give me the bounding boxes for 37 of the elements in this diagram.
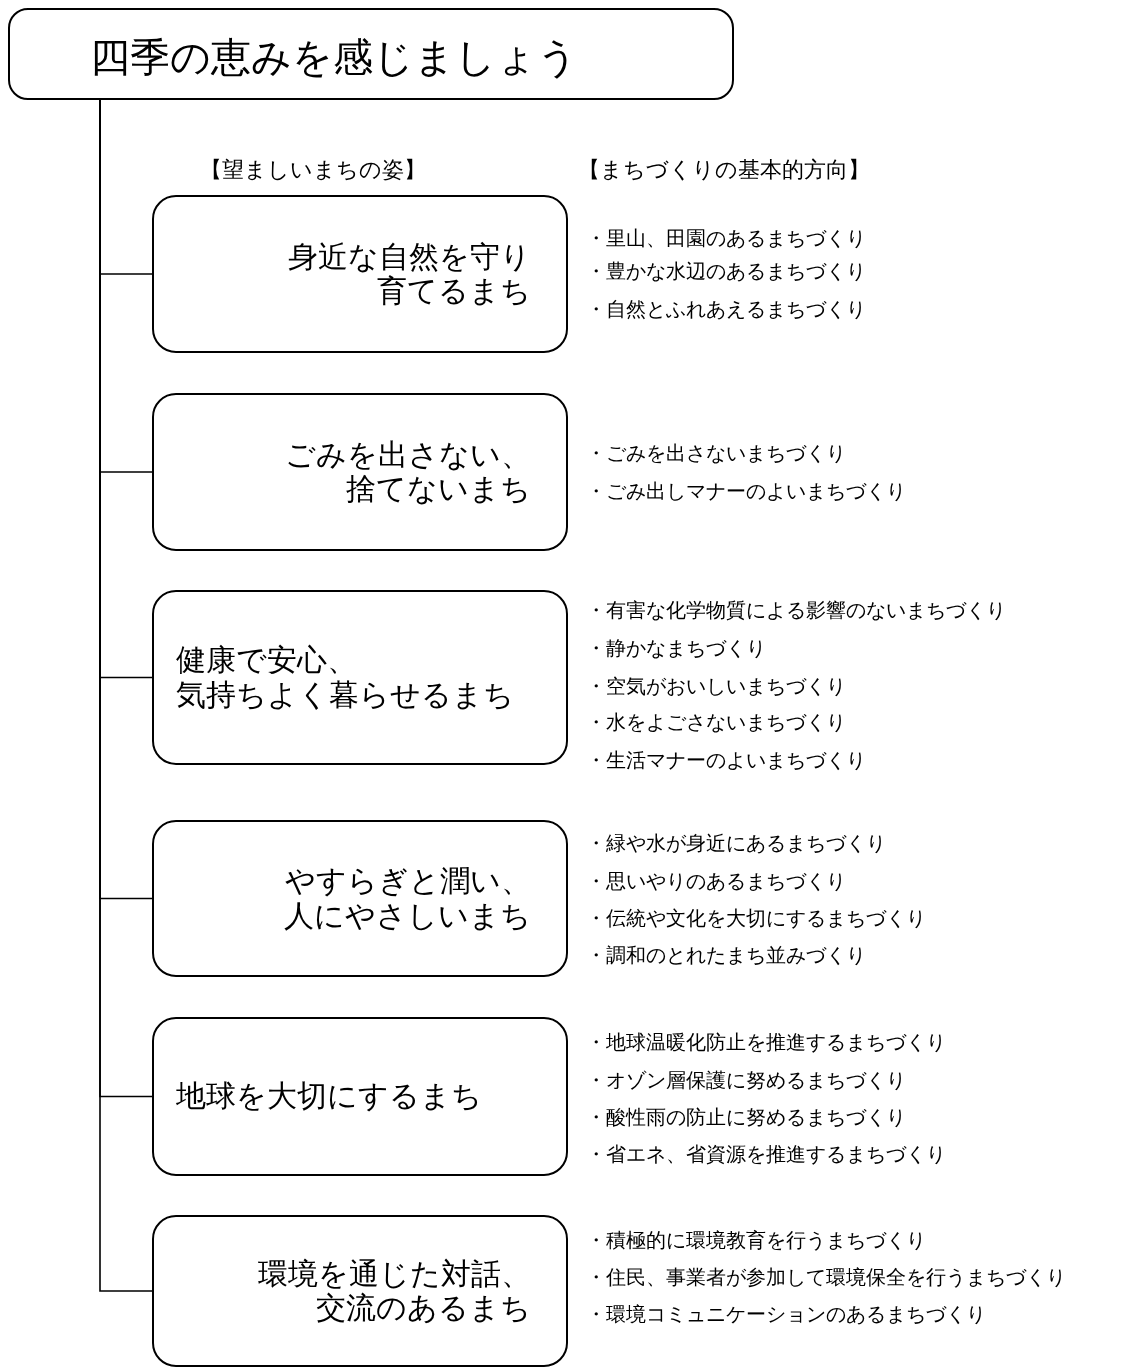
rounded-box	[152, 1215, 568, 1367]
list-item: ・伝統や文化を大切にするまちづくり	[586, 905, 926, 932]
list-item: ・緑や水が身近にあるまちづくり	[586, 830, 886, 857]
box-text: 地球を大切にするまち	[176, 1077, 482, 1115]
list-item: ・水をよごさないまちづくり	[586, 709, 846, 736]
list-item: ・環境コミュニケーションのあるまちづくり	[586, 1301, 986, 1328]
box-text: やすらぎと潤い、人にやさしいまち	[283, 864, 531, 933]
title-box	[8, 8, 734, 100]
list-item: ・オゾン層保護に努めるまちづくり	[586, 1067, 906, 1094]
list-item: ・自然とふれあえるまちづくり	[586, 296, 866, 323]
list-item: ・里山、田園のあるまちづくり	[586, 225, 866, 252]
list-item: ・思いやりのあるまちづくり	[586, 868, 846, 895]
column-heading: 【まちづくりの基本的方向】	[578, 156, 870, 184]
column-heading: 【望ましいまちの姿】	[200, 156, 426, 184]
list-item: ・住民、事業者が参加して環境保全を行うまちづくり	[586, 1264, 1066, 1291]
rounded-box	[152, 195, 568, 353]
list-item: ・積極的に環境教育を行うまちづくり	[586, 1227, 926, 1254]
list-item: ・地球温暖化防止を推進するまちづくり	[586, 1029, 946, 1056]
list-item: ・省エネ、省資源を推進するまちづくり	[586, 1141, 946, 1168]
list-item: ・有害な化学物質による影響のないまちづくり	[586, 597, 1006, 624]
list-item: ・ごみを出さないまちづくり	[586, 440, 846, 467]
box-text: ごみを出さない、捨てないまち	[284, 437, 531, 507]
list-item: ・豊かな水辺のあるまちづくり	[586, 258, 866, 285]
rounded-box	[152, 393, 568, 551]
rounded-box	[152, 1017, 568, 1176]
list-item: ・ごみ出しマナーのよいまちづくり	[586, 478, 906, 505]
list-item: ・空気がおいしいまちづくり	[586, 673, 846, 700]
list-item: ・調和のとれたまち並みづくり	[586, 942, 866, 969]
box-text: 身近な自然を守り育てるまち	[287, 239, 531, 309]
list-item: ・生活マナーのよいまちづくり	[586, 747, 866, 774]
box-text: 健康で安心、気持ちよく暮らせるまち	[176, 643, 515, 712]
list-item: ・酸性雨の防止に努めるまちづくり	[586, 1104, 906, 1131]
rounded-box	[152, 820, 568, 977]
title-text: 四季の恵みを感じましょう	[90, 33, 578, 82]
list-item: ・静かなまちづくり	[586, 635, 766, 662]
box-text: 環境を通じた対話、交流のあるまち	[257, 1256, 531, 1326]
rounded-box	[152, 590, 568, 765]
